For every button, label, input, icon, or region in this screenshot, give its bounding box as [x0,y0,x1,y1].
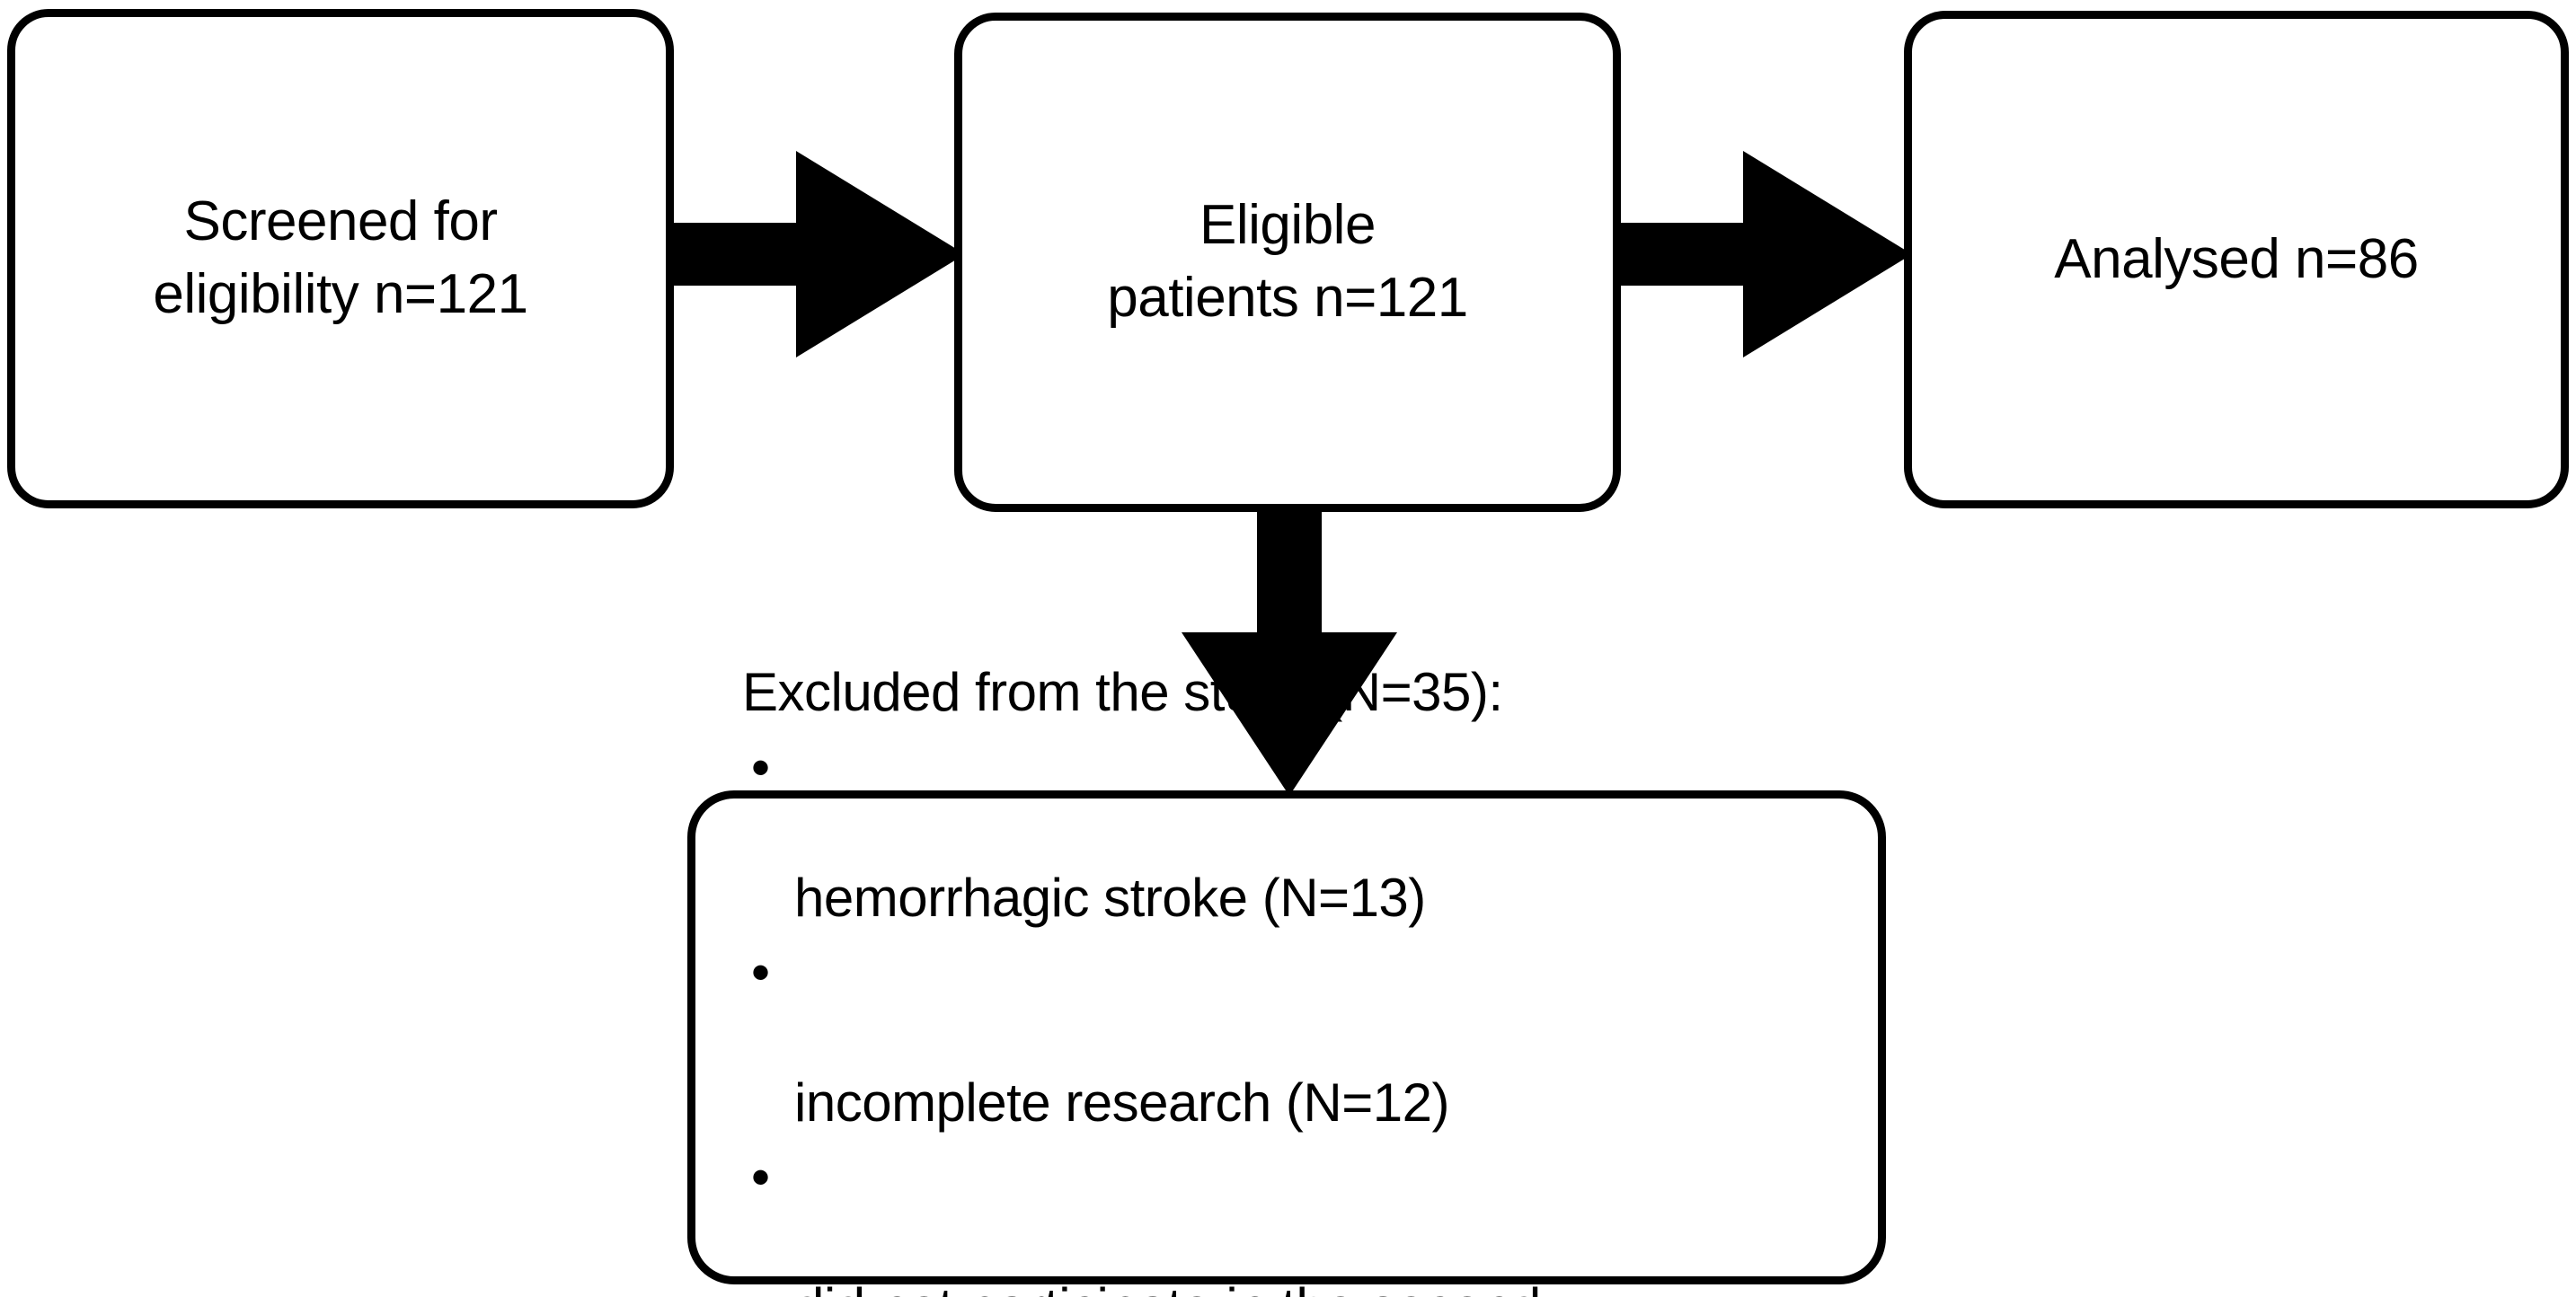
excluded-reason-list: • hemorrhagic stroke (N=13) • incomplete… [742,736,1847,1297]
arrow-eligible-to-analysed [1616,151,1912,357]
arrow-screened-to-eligible [668,151,965,357]
node-eligible-label: Eligible patients n=121 [1107,194,1468,329]
list-item: • did not participate in the second stud… [742,1145,1847,1297]
excluded-reason-text: hemorrhagic stroke (N=13) [794,868,1426,929]
node-analysed: Analysed n=86 [1904,11,2569,508]
node-excluded-from-study: Excluded from the study (N=35): • hemorr… [687,662,1886,1297]
excluded-content: Excluded from the study (N=35): • hemorr… [695,660,1878,1297]
list-item: • incomplete research (N=12) [742,940,1847,1136]
excluded-reason-text: incomplete research (N=12) [794,1072,1450,1133]
bullet-icon: • [751,1146,770,1207]
arrow-eligible-to-excluded [1182,505,1397,796]
excluded-title: Excluded from the study (N=35): [742,662,1503,723]
bullet-icon: • [751,737,770,798]
bullet-icon: • [751,941,770,1002]
node-eligible-patients: Eligible patients n=121 [954,13,1621,512]
list-item: • hemorrhagic stroke (N=13) [742,736,1847,931]
node-screened-label: Screened for eligibility n=121 [153,190,528,325]
node-screened-for-eligibility: Screened for eligibility n=121 [7,9,674,508]
node-analysed-label: Analysed n=86 [2054,227,2419,290]
excluded-reason-text: did not participate in the second study(… [794,1277,1541,1297]
